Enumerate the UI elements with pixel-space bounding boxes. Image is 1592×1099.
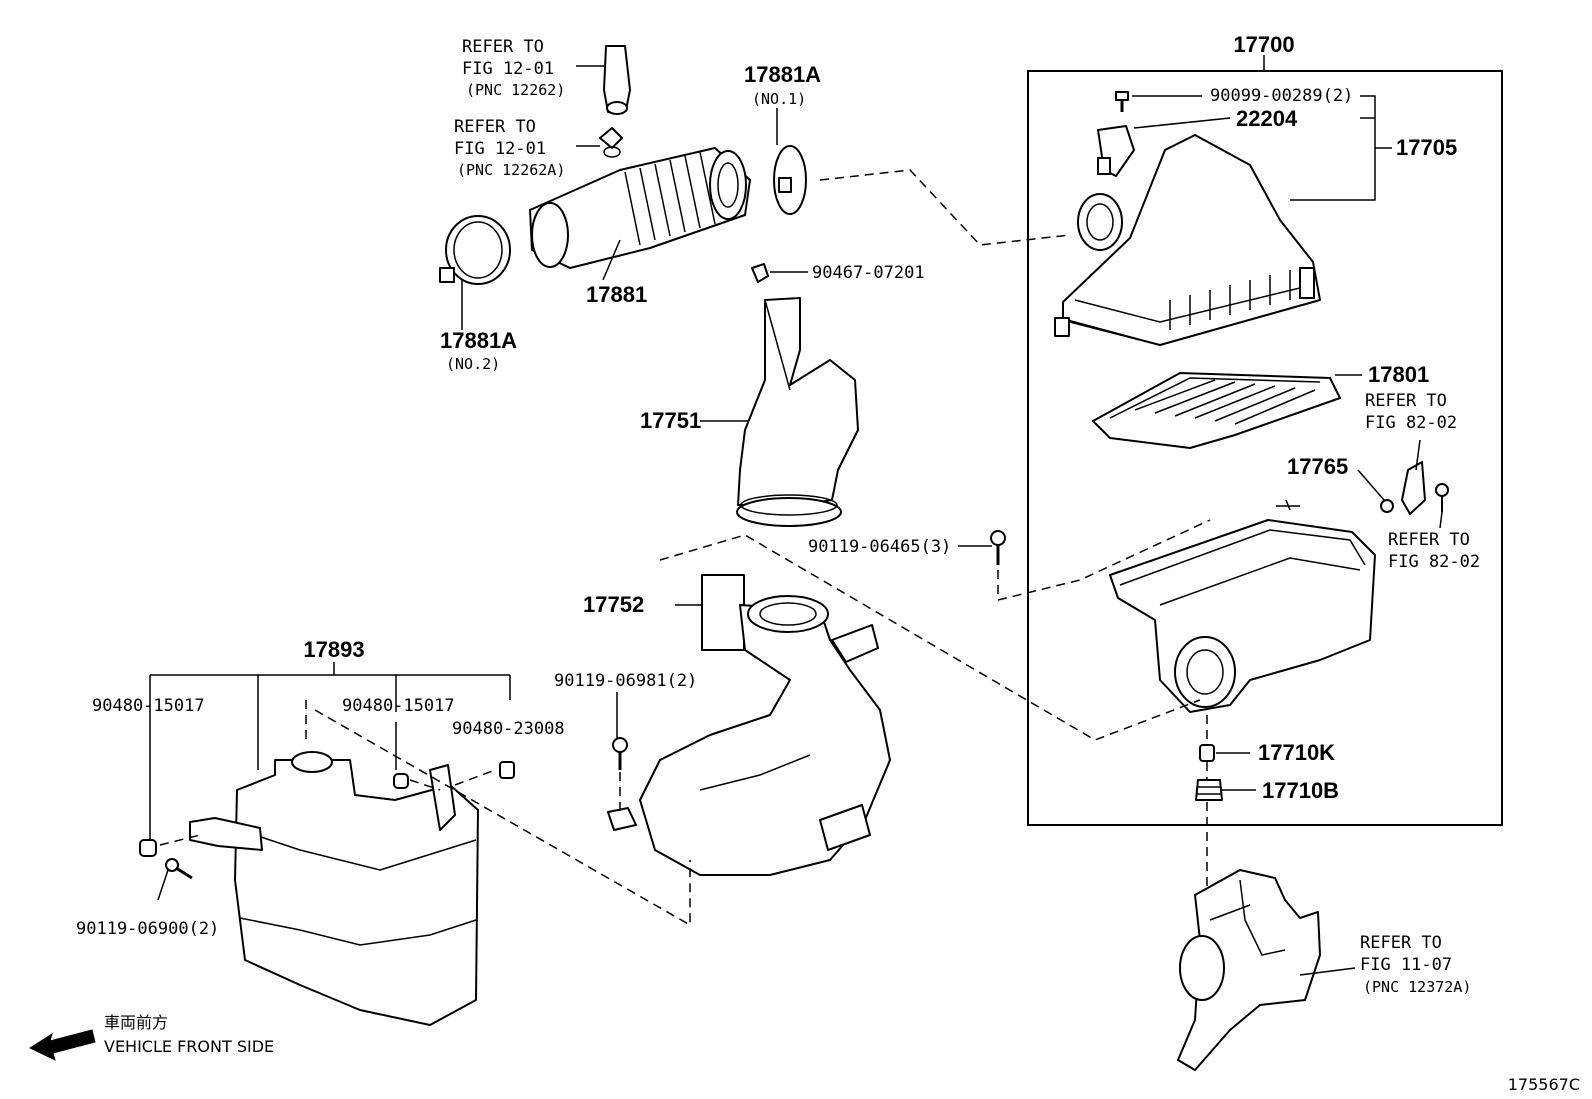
label-90119-06465: 90119-06465(3) — [808, 537, 951, 557]
dash-grommet-left — [159, 834, 201, 846]
label-90467-07201: 90467-07201 — [812, 263, 925, 283]
screw-90099-00289[interactable] — [1115, 91, 1129, 112]
ref-82-02-a-line1: REFER TO — [1365, 391, 1447, 411]
label-17700: 17700 — [1233, 32, 1294, 57]
label-17881a-no2: 17881A — [440, 328, 517, 353]
grommet-90480-15017-center[interactable] — [393, 773, 409, 789]
label-17881a-no1: 17881A — [744, 62, 821, 87]
bracket-ref-82-02[interactable] — [1401, 461, 1449, 515]
ref-82-02-a-line2: FIG 82-02 — [1365, 413, 1457, 433]
lower-bracket-ref-11-07[interactable] — [1177, 869, 1321, 1071]
air-filter-element-17801[interactable] — [1092, 372, 1341, 449]
label-90480-23008: 90480-23008 — [452, 719, 565, 739]
vehicle-front-arrow-icon — [28, 1029, 96, 1061]
label-90119-06981: 90119-06981(2) — [554, 671, 697, 691]
label-17801: 17801 — [1368, 362, 1429, 387]
air-cleaner-case[interactable] — [1109, 499, 1376, 713]
ref-12262a-line1: REFER TO — [454, 117, 536, 137]
dash-bolt-to-case — [997, 519, 1211, 601]
label-90119-06900: 90119-06900(2) — [76, 919, 219, 939]
label-90480-15017-center: 90480-15017 — [342, 696, 455, 716]
air-duct-17752[interactable] — [607, 574, 891, 876]
air-cleaner-cap-17705[interactable] — [1054, 134, 1321, 346]
label-17751: 17751 — [640, 408, 701, 433]
dash-grommet-center — [409, 779, 441, 791]
vehicle-front-japanese: 車両前方 — [104, 1013, 168, 1032]
intake-pipe-ref-12262[interactable] — [603, 45, 631, 115]
intake-hose-17881[interactable] — [529, 147, 751, 269]
cushion-17710k[interactable] — [1199, 744, 1215, 762]
ref-12262a-line3: (PNC 12262A) — [457, 161, 565, 179]
ref-82-02-b-line2: FIG 82-02 — [1388, 552, 1480, 572]
bolt-90119-06981[interactable] — [612, 737, 628, 770]
grommet-17765[interactable] — [1380, 499, 1394, 513]
vehicle-front-english: VEHICLE FRONT SIDE — [104, 1037, 274, 1056]
label-17881a-no1-sub: (NO.1) — [752, 90, 806, 108]
ref-11-07-line1: REFER TO — [1360, 933, 1442, 953]
label-17752: 17752 — [583, 592, 644, 617]
ref-82-02-b-line1: REFER TO — [1388, 530, 1470, 550]
grommet-90480-15017-left[interactable] — [139, 839, 157, 857]
label-17765: 17765 — [1287, 454, 1348, 479]
label-17893: 17893 — [303, 637, 364, 662]
label-90480-15017-left: 90480-15017 — [92, 696, 205, 716]
air-flow-sensor-22204[interactable] — [1097, 125, 1135, 177]
grommet-90480-23008[interactable] — [499, 761, 515, 779]
dash-duct-to-case — [659, 534, 1201, 741]
cushion-17710b[interactable] — [1195, 779, 1223, 801]
label-17881: 17881 — [586, 282, 647, 307]
label-17705: 17705 — [1396, 135, 1457, 160]
air-inlet-17751[interactable] — [736, 297, 859, 527]
dash-hose-to-cap — [819, 169, 1071, 246]
clamp-ref-12262a[interactable] — [599, 127, 623, 158]
bolt-90119-06900[interactable] — [165, 858, 193, 880]
bolt-90119-06465[interactable] — [990, 530, 1006, 565]
label-90099-00289: 90099-00289(2) — [1210, 86, 1353, 106]
assembly-17700-frame — [1027, 70, 1503, 826]
ref-12262-line1: REFER TO — [462, 37, 544, 57]
ref-11-07-line2: FIG 11-07 — [1360, 955, 1452, 975]
dash-grommet-right — [454, 769, 496, 786]
label-17881a-no2-sub: (NO.2) — [446, 355, 500, 373]
clip-90467-07201[interactable] — [751, 263, 769, 283]
ref-11-07-line3: (PNC 12372A) — [1363, 978, 1471, 996]
hose-clamp-17881a-no2[interactable] — [439, 215, 511, 285]
label-17710k: 17710K — [1258, 740, 1335, 765]
hose-clamp-17881a-no1[interactable] — [773, 145, 807, 215]
label-22204: 22204 — [1236, 106, 1298, 131]
figure-id: 175567C — [1508, 1075, 1580, 1094]
ref-12262-line2: FIG 12-01 — [462, 59, 554, 79]
ref-12262a-line2: FIG 12-01 — [454, 139, 546, 159]
label-17710b: 17710B — [1262, 778, 1339, 803]
ref-12262-line3: (PNC 12262) — [466, 81, 565, 99]
resonator-17893[interactable] — [189, 751, 479, 1026]
